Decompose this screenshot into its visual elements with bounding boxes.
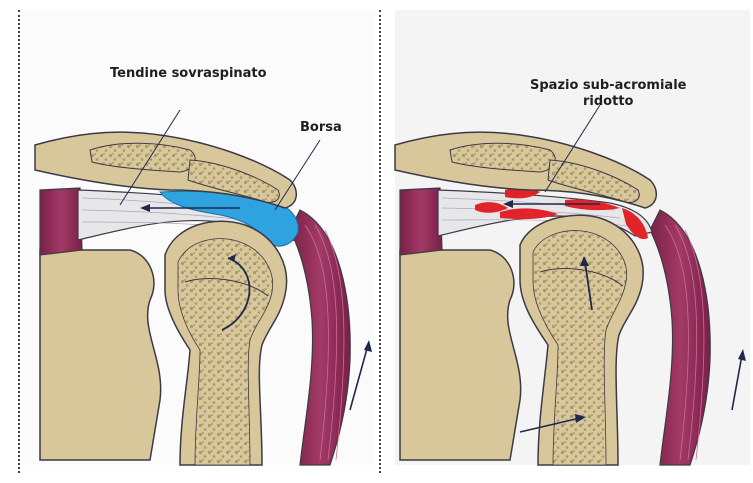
tendon-label: Tendine sovraspinato	[110, 66, 267, 82]
space-label-line1: Spazio sub-acromiale	[530, 78, 686, 94]
impingement-shoulder-illustration	[380, 0, 753, 483]
space-label: Spazio sub-acromiale ridotto	[530, 78, 686, 110]
panel-normal-shoulder: Tendine sovraspinato Borsa	[0, 0, 380, 483]
bursa-label: Borsa	[300, 120, 342, 136]
space-label-line2: ridotto	[530, 94, 686, 110]
supraspinatus-muscle	[400, 188, 442, 255]
panel-impingement-shoulder: Spazio sub-acromiale ridotto	[380, 0, 753, 483]
scapula-bone	[400, 250, 521, 460]
scapula-bone	[40, 250, 161, 460]
supraspinatus-muscle	[40, 188, 82, 255]
